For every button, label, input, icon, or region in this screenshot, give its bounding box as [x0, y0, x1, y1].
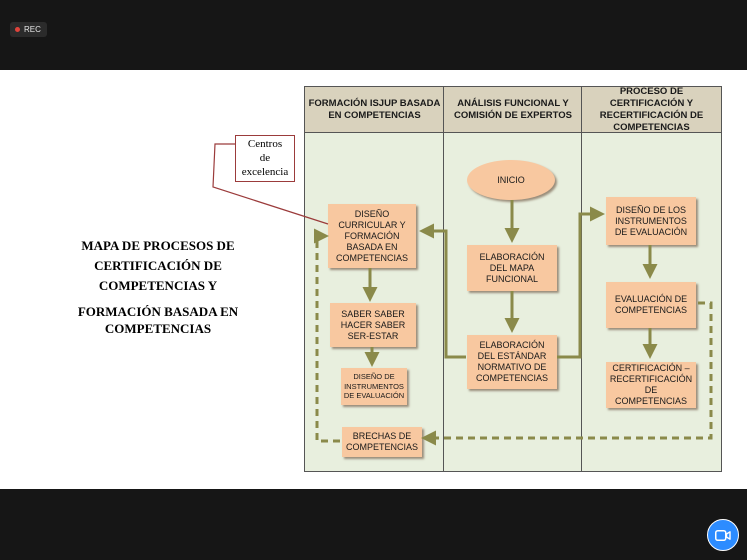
process-map-diagram: FORMACIÓN ISJUP BASADA EN COMPETENCIAS A…: [304, 86, 722, 472]
box-estandar-normativo: ELABORACIÓN DEL ESTÁNDAR NORMATIVO DE CO…: [467, 335, 557, 389]
callout-line-2: de: [259, 152, 271, 164]
box-diseno-instrumentos-left: DISEÑO DE INSTRUMENTOS DE EVALUACIÓN: [341, 368, 407, 405]
column-header-analisis: ANÁLISIS FUNCIONAL Y COMISIÓN DE EXPERTO…: [444, 87, 582, 133]
top-bar: REC: [0, 0, 747, 70]
column-header-certificacion: PROCESO DE CERTIFICACIÓN Y RECERTIFICACI…: [582, 86, 721, 133]
record-dot-icon: [15, 27, 20, 32]
box-saber: SABER SABER HACER SABER SER-ESTAR: [330, 303, 416, 347]
box-mapa-funcional: ELABORACIÓN DEL MAPA FUNCIONAL: [467, 245, 557, 291]
slide-title-line-2: CERTIFICACIÓN DE: [94, 258, 222, 273]
box-evaluacion: EVALUACIÓN DE COMPETENCIAS: [606, 282, 696, 328]
box-brechas: BRECHAS DE COMPETENCIAS: [342, 427, 422, 457]
column-divider-1: [443, 87, 444, 471]
slide-title-line-5: COMPETENCIAS: [104, 321, 212, 336]
box-diseno-instrumentos-right: DISEÑO DE LOS INSTRUMENTOS DE EVALUACIÓN: [606, 197, 696, 245]
slide-title-line-4: FORMACIÓN BASADA EN: [77, 304, 239, 319]
camera-button[interactable]: [707, 519, 739, 551]
column-divider-2: [581, 87, 582, 471]
box-certificacion: CERTIFICACIÓN – RECERTIFICACIÓN DE COMPE…: [606, 362, 696, 408]
box-diseno-curricular: DISEÑO CURRICULAR Y FORMACIÓN BASADA EN …: [328, 204, 416, 268]
recording-indicator: REC: [10, 22, 47, 37]
slide-title-line-3: COMPETENCIAS Y: [98, 278, 218, 293]
column-header-formacion: FORMACIÓN ISJUP BASADA EN COMPETENCIAS: [305, 87, 444, 133]
callout-line-3: excelencia: [241, 166, 289, 178]
bottom-bar: [0, 489, 747, 560]
slide-title-line-1: MAPA DE PROCESOS DE: [81, 238, 235, 253]
callout-line-1: Centros: [247, 138, 283, 150]
centros-excelencia-callout: Centros de excelencia: [235, 135, 295, 182]
recording-label: REC: [24, 25, 41, 34]
video-camera-icon: [715, 529, 731, 541]
oval-inicio: INICIO: [467, 160, 555, 200]
